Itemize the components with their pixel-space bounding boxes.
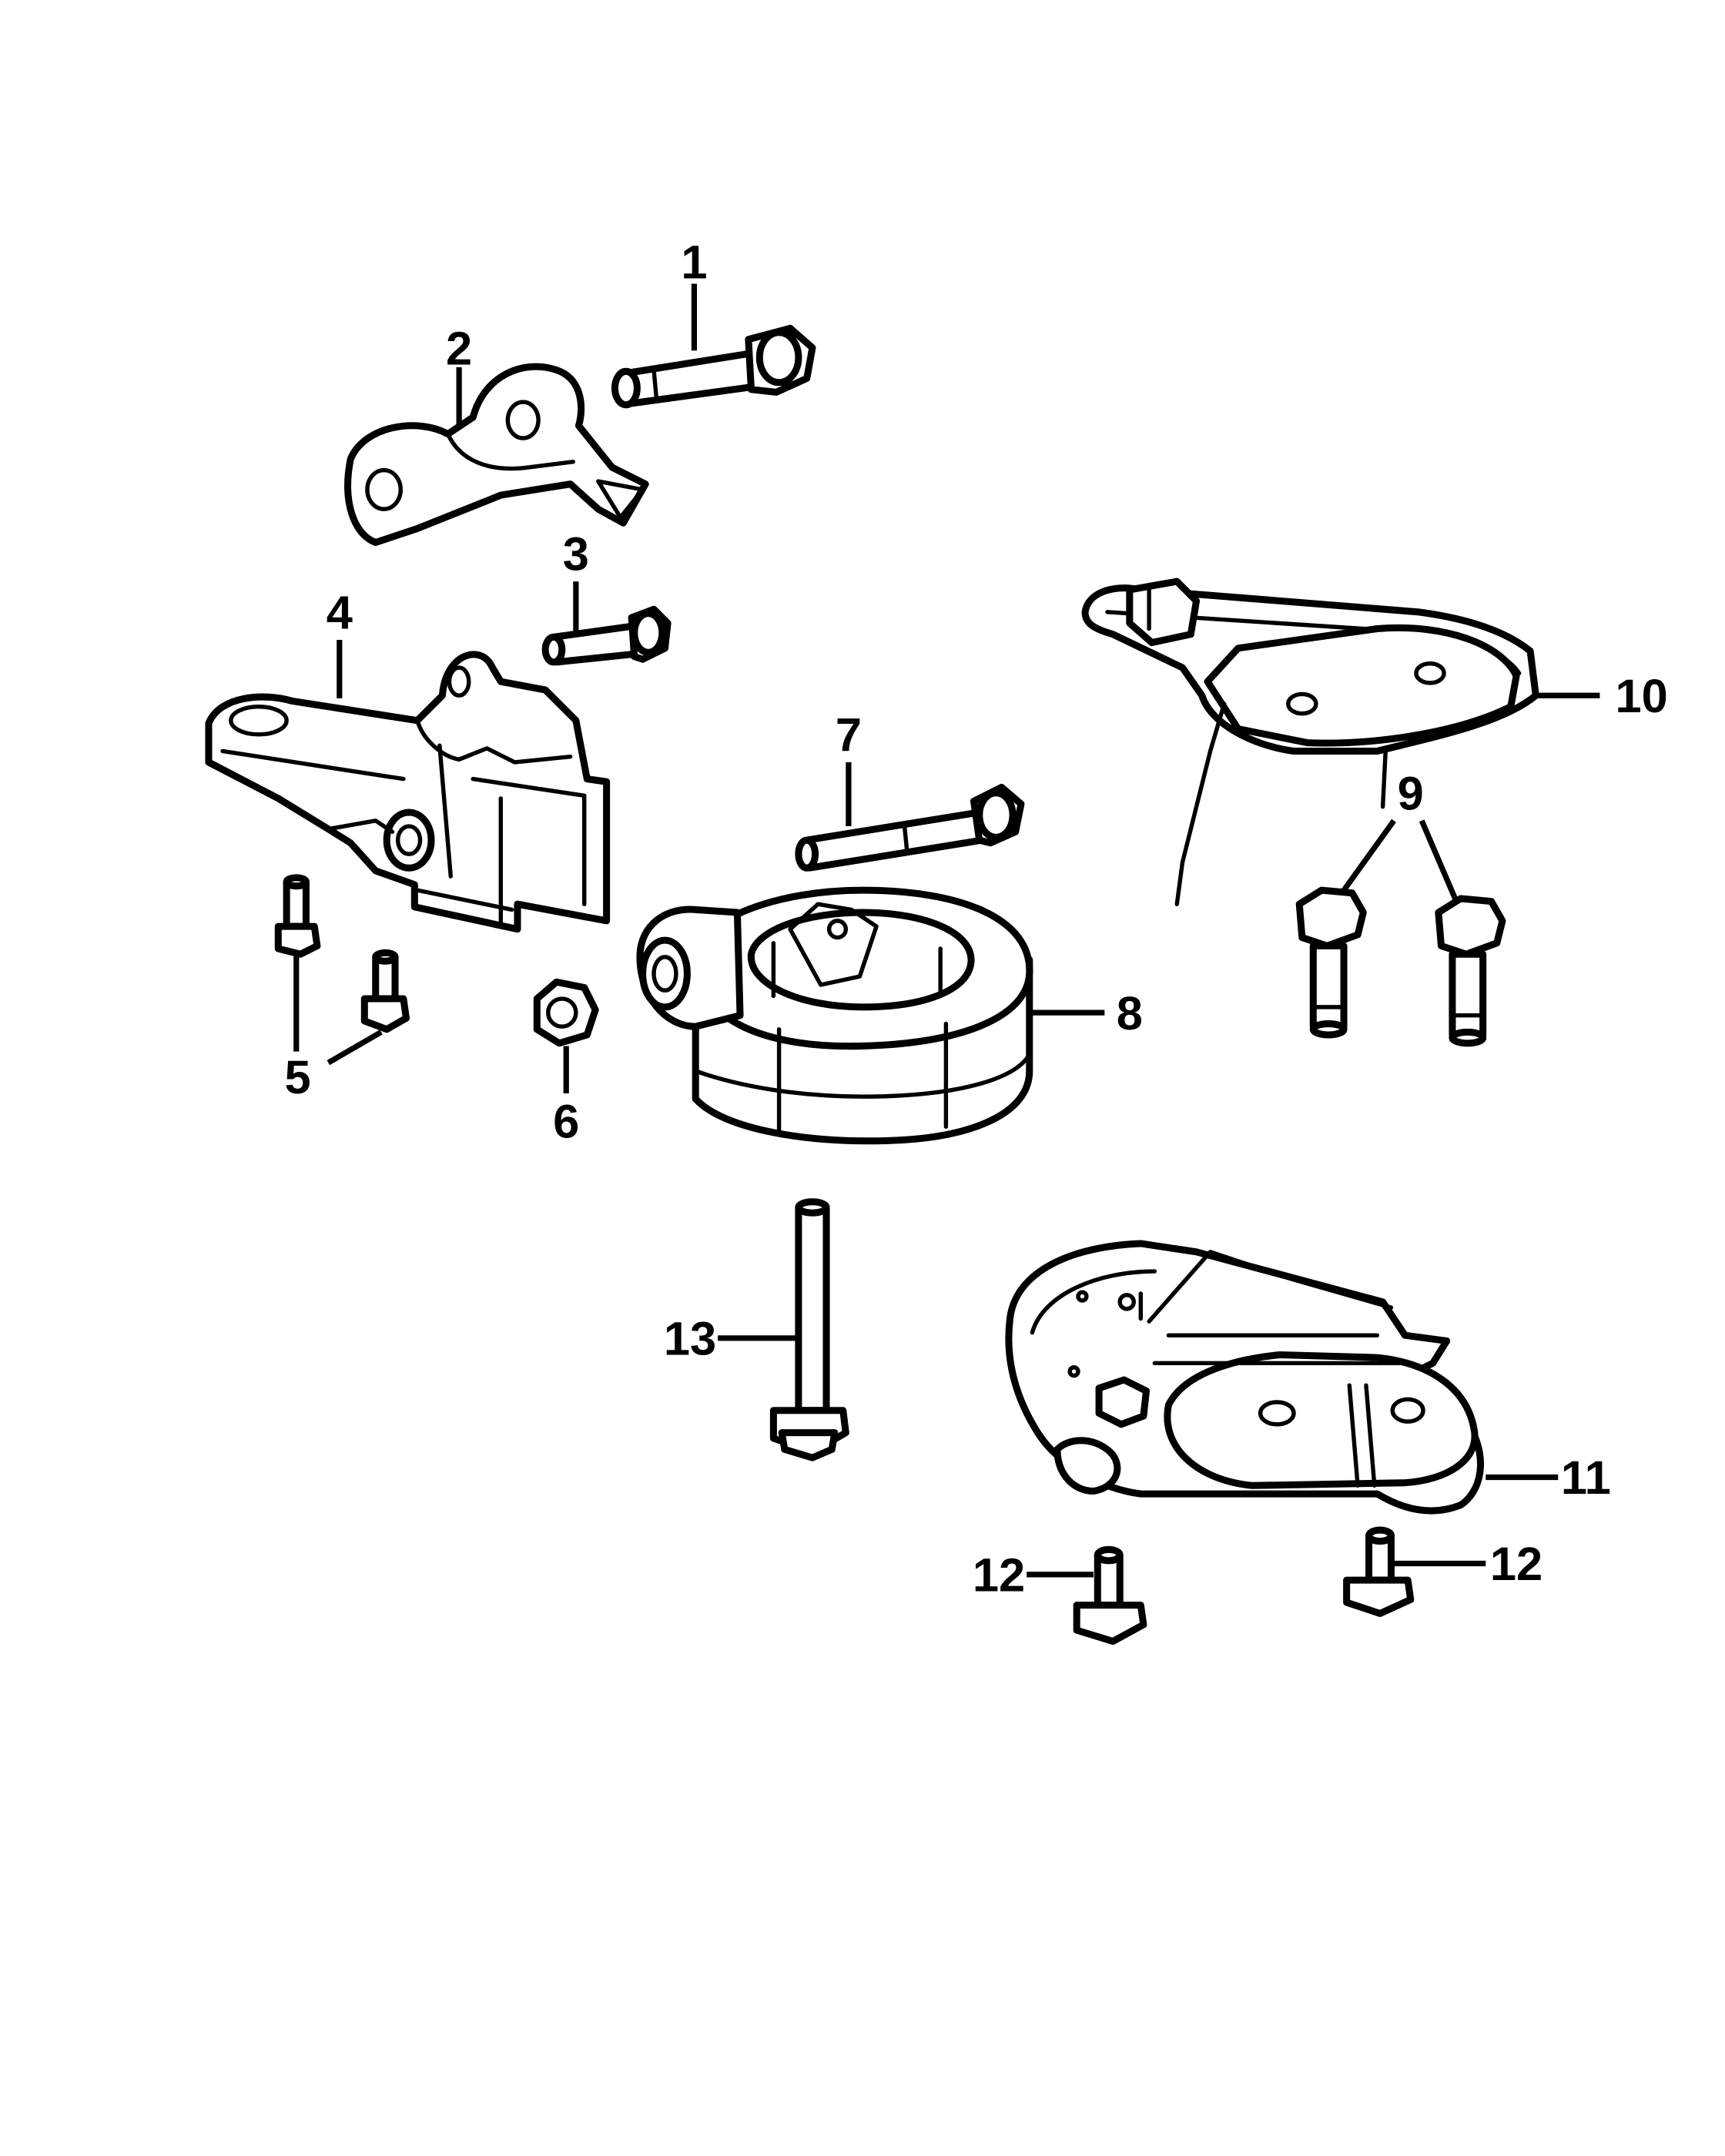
leader-9b [1419, 819, 1458, 900]
callout-9: 9 [1398, 767, 1424, 820]
part-12-bolt-b [1343, 1526, 1415, 1617]
part-6-nut [533, 978, 599, 1047]
callout-13: 13 [664, 1312, 716, 1365]
part-8-insulator [636, 886, 1033, 1145]
callout-1: 1 [681, 236, 707, 289]
callout-2: 2 [446, 322, 472, 375]
part-5-bolt-b [360, 949, 410, 1033]
callout-4: 4 [327, 587, 353, 640]
part-9-bolt-a [1295, 886, 1367, 1039]
callout-6: 6 [553, 1096, 579, 1149]
callout-5: 5 [285, 1051, 311, 1104]
part-12-bolt-a [1073, 1545, 1147, 1645]
leader-9a [1341, 819, 1396, 892]
part-13-bolt [769, 1198, 849, 1461]
part-9-bolt-b [1435, 895, 1506, 1047]
callout-10: 10 [1615, 670, 1667, 723]
callout-12-left: 12 [973, 1549, 1025, 1602]
part-1-bolt [611, 324, 816, 409]
callout-8: 8 [1117, 987, 1143, 1040]
part-7-bolt [795, 783, 1025, 872]
part-3-bolt [541, 605, 672, 666]
part-11-lower-plate [1005, 1240, 1484, 1515]
part-4-mount-bracket [205, 651, 611, 933]
part-2-bracket-plate [344, 363, 649, 547]
callout-3: 3 [563, 528, 589, 581]
part-5-bolt-a [274, 874, 321, 958]
leader-5b [327, 1029, 383, 1066]
callout-11: 11 [1561, 1451, 1611, 1505]
part-10-bracket [1081, 578, 1539, 906]
callout-12-right: 12 [1490, 1538, 1542, 1591]
callout-7: 7 [836, 708, 862, 762]
